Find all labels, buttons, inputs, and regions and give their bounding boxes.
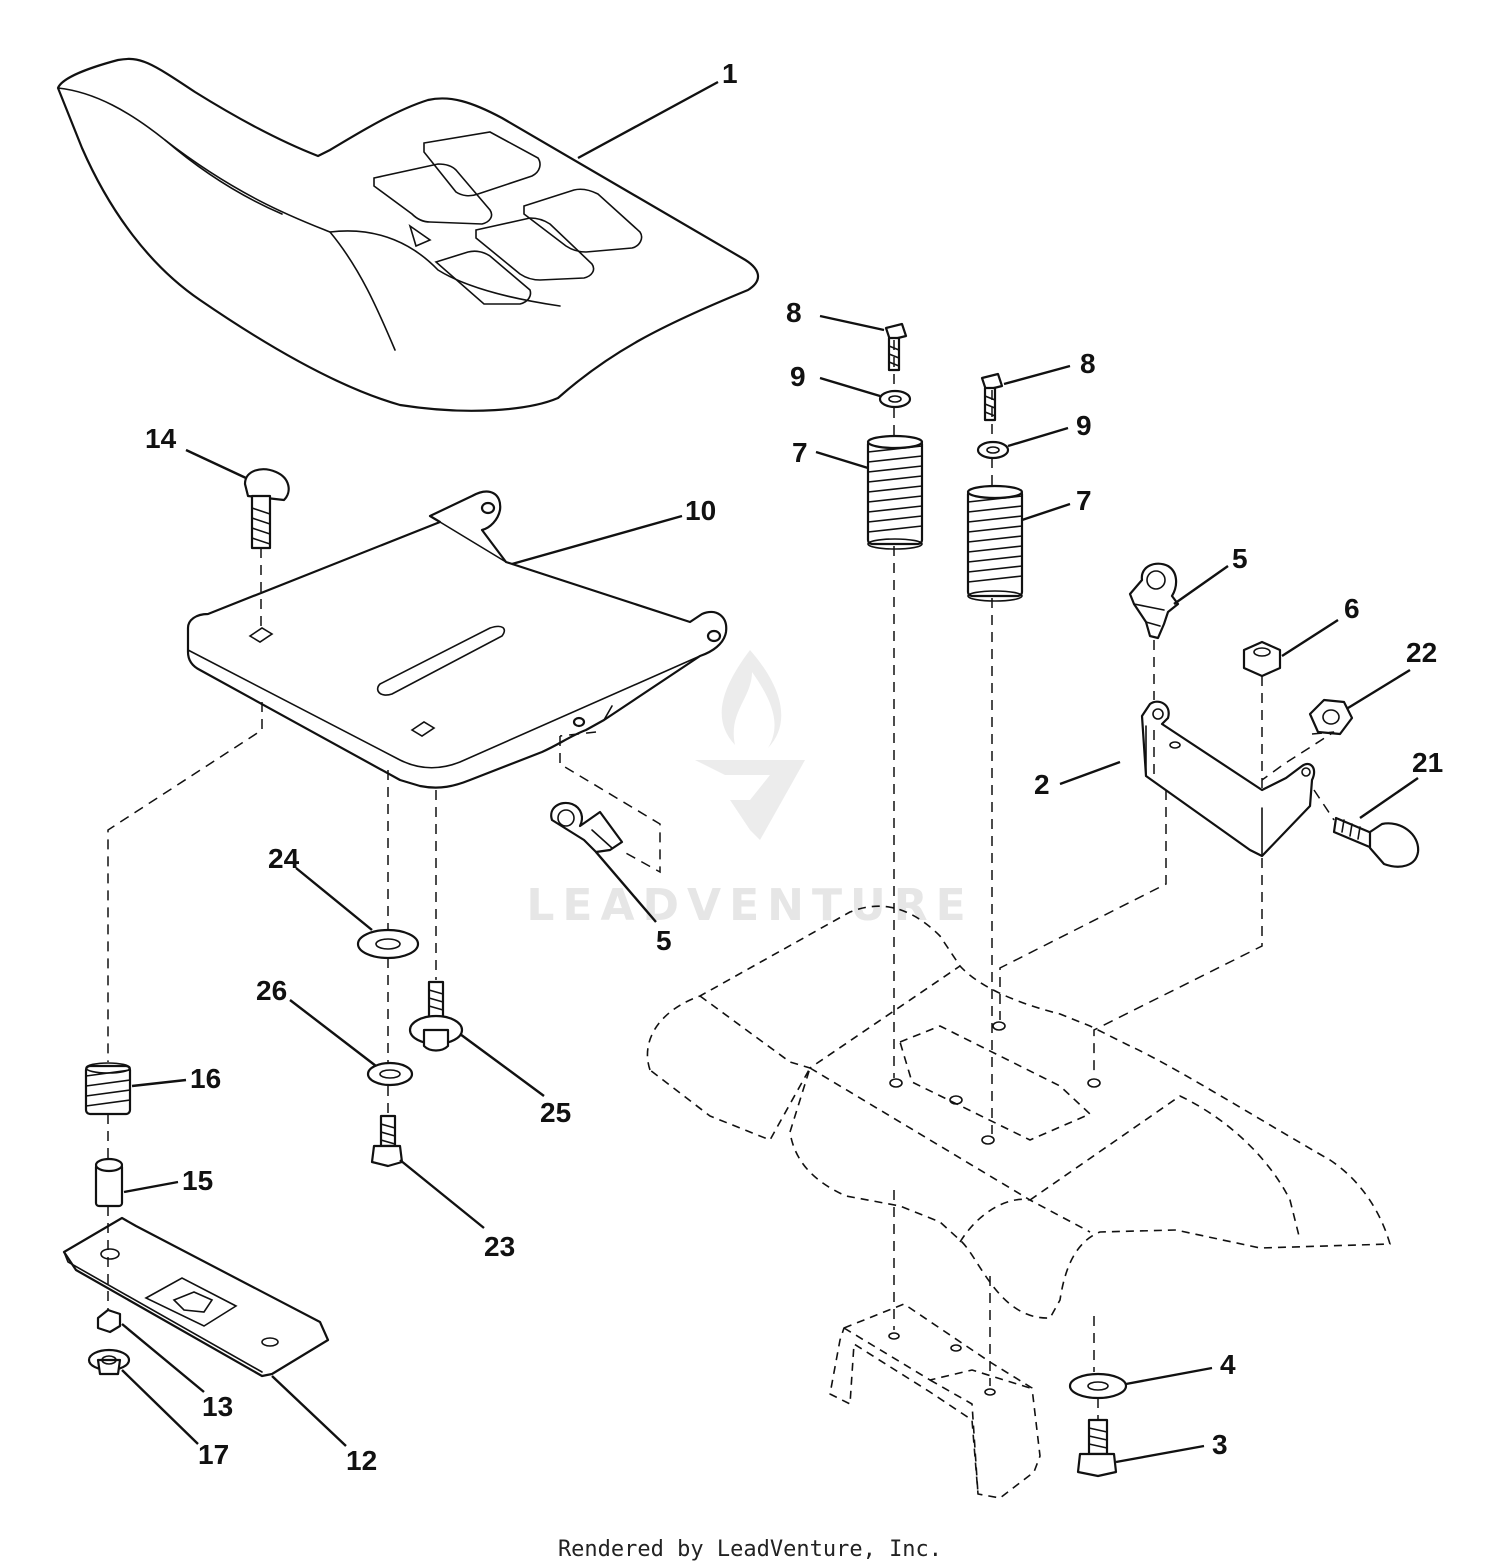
callout-8b: 8 (1080, 348, 1096, 379)
part-shoulder-bolt (1332, 816, 1420, 868)
part-hex-screw (370, 1114, 404, 1168)
part-lock-washer (366, 1061, 414, 1087)
frame-bracket-outline (829, 1303, 1041, 1499)
part-carriage-bolt (243, 468, 290, 550)
part-spring-left (866, 434, 924, 550)
part-spacer (94, 1157, 124, 1208)
callout-12: 12 (346, 1445, 377, 1476)
callout-26: 26 (256, 975, 287, 1006)
callout-7a: 7 (792, 437, 808, 468)
part-bolt-8-left (884, 322, 908, 372)
part-bolt-3 (1076, 1418, 1118, 1478)
callout-7b: 7 (1076, 485, 1092, 516)
callout-17: 17 (198, 1439, 229, 1470)
callout-10: 10 (685, 495, 716, 526)
callout-14: 14 (145, 423, 177, 454)
part-lock-nut (1242, 640, 1282, 678)
part-flange-nut-small (96, 1308, 122, 1334)
part-seat (56, 57, 759, 412)
callout-25: 25 (540, 1097, 571, 1128)
callout-16: 16 (190, 1063, 221, 1094)
callout-8a: 8 (786, 297, 802, 328)
callout-6: 6 (1344, 593, 1360, 624)
callout-22: 22 (1406, 637, 1437, 668)
part-bolt-8-right (980, 372, 1004, 422)
part-spring-right (966, 484, 1024, 602)
callout-1: 1 (722, 58, 738, 89)
callout-5a: 5 (1232, 543, 1248, 574)
watermark: LEADVENTURE (526, 650, 973, 931)
part-shoulder-screw (408, 980, 464, 1052)
part-hex-nut (1308, 698, 1354, 736)
part-small-spring (84, 1062, 132, 1116)
fender-outline (646, 905, 1391, 1319)
part-seat-pan (186, 490, 728, 789)
callout-13: 13 (202, 1391, 233, 1422)
assembly-lines (107, 340, 1335, 1420)
part-pivot-plate (62, 1216, 330, 1378)
callout-23: 23 (484, 1231, 515, 1262)
part-flat-washer (356, 928, 420, 960)
callout-3: 3 (1212, 1429, 1228, 1460)
callout-5b: 5 (656, 925, 672, 956)
watermark-text: LEADVENTURE (526, 880, 973, 931)
part-washer-9-right (976, 440, 1010, 460)
part-washer-9-left (878, 389, 912, 409)
callout-15: 15 (182, 1165, 213, 1196)
part-washer-4 (1068, 1372, 1128, 1400)
part-clip-lower (550, 801, 624, 854)
seat-pads (373, 131, 643, 305)
part-flange-nut (87, 1348, 131, 1376)
callout-9a: 9 (790, 361, 806, 392)
part-bracket (1140, 700, 1316, 858)
callout-2: 2 (1034, 769, 1050, 800)
callout-24: 24 (268, 843, 300, 874)
footer-credit: Rendered by LeadVenture, Inc. (558, 1537, 942, 1562)
callout-4: 4 (1220, 1349, 1236, 1380)
part-clip-upper (1128, 562, 1180, 640)
callout-21: 21 (1412, 747, 1443, 778)
callout-9b: 9 (1076, 410, 1092, 441)
